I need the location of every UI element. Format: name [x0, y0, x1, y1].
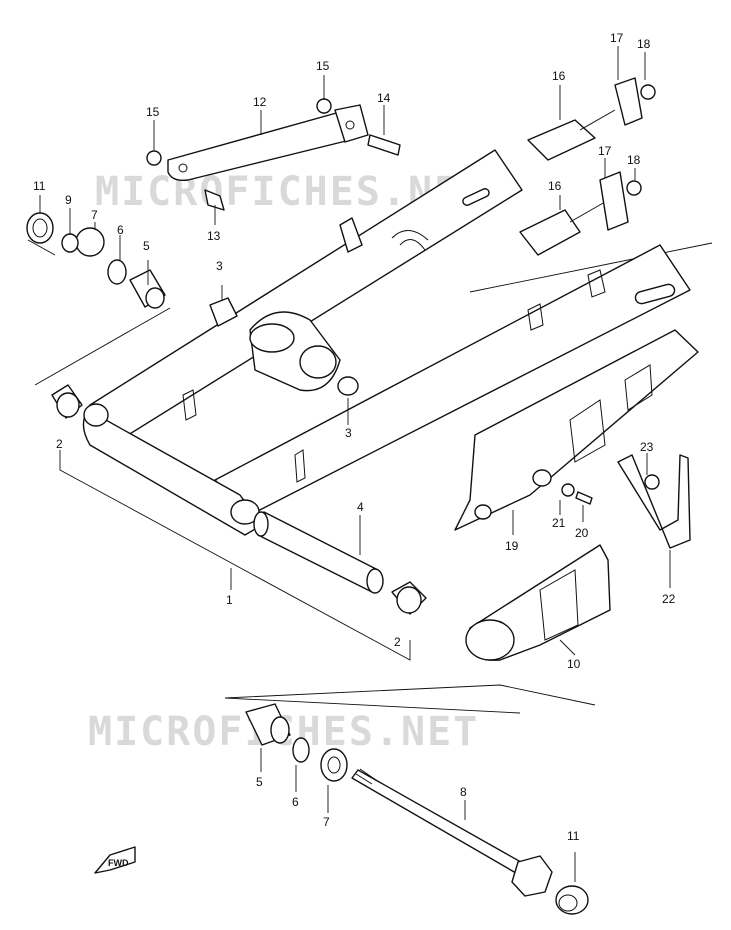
callout-2-left: 2	[56, 437, 63, 451]
callout-16-top: 16	[552, 69, 566, 83]
collar-part-3	[209, 297, 359, 396]
callout-17-top: 17	[610, 31, 624, 45]
callout-12: 12	[253, 95, 267, 109]
callout-15-left: 15	[146, 105, 160, 119]
callout-5-top: 5	[143, 239, 150, 253]
callout-20: 20	[575, 526, 589, 540]
callout-13: 13	[207, 229, 221, 243]
pivot-shaft-part-8	[351, 768, 553, 897]
callout-3-mid: 3	[345, 426, 352, 440]
left-pivot-stack	[26, 212, 166, 309]
callout-4: 4	[357, 500, 364, 514]
callout-9: 9	[65, 193, 72, 207]
chain-case-part-19	[454, 329, 699, 531]
callout-8: 8	[460, 785, 467, 799]
callout-18-top: 18	[637, 37, 651, 51]
callout-10: 10	[567, 657, 581, 671]
bracket-part-22	[617, 454, 691, 549]
callout-labels: 1 2 2 3 3 4 5 5 6 6 7 7 8 9 10 11 11 12 …	[33, 31, 676, 843]
callout-15-right: 15	[316, 59, 330, 73]
callout-18-bottom: 18	[627, 153, 641, 167]
small-fasteners	[561, 474, 660, 505]
chain-adjusters	[519, 77, 656, 256]
callout-14: 14	[377, 91, 391, 105]
torque-link-part-12	[167, 104, 369, 182]
fwd-arrow: FWD	[94, 846, 136, 874]
callout-23: 23	[640, 440, 654, 454]
pivot-pipe-part-4	[253, 511, 384, 594]
fwd-label: FWD	[108, 858, 129, 868]
callout-2-right: 2	[394, 635, 401, 649]
chain-guide-part-10	[465, 544, 611, 661]
callout-17-bottom: 17	[598, 144, 612, 158]
callout-1: 1	[226, 593, 233, 607]
callout-5-bottom: 5	[256, 775, 263, 789]
cap-part-11-bottom	[555, 885, 589, 915]
bushing-part-2	[51, 384, 427, 615]
callout-11-top: 11	[33, 179, 46, 193]
swingarm-part	[82, 149, 691, 536]
callout-6-bottom: 6	[292, 795, 299, 809]
bolts-and-nuts	[146, 98, 401, 211]
callout-21: 21	[552, 516, 566, 530]
callout-7-top: 7	[91, 208, 98, 222]
assembly-guide-lines	[27, 239, 713, 714]
callout-11-bottom: 11	[567, 829, 580, 843]
callout-16-bottom: 16	[548, 179, 562, 193]
callout-3-top: 3	[216, 259, 223, 273]
callout-19: 19	[505, 539, 519, 553]
callout-22: 22	[662, 592, 676, 606]
bottom-pivot-stack	[245, 703, 348, 782]
callout-6-top: 6	[117, 223, 124, 237]
callout-7-bottom: 7	[323, 815, 330, 829]
leader-lines	[39, 46, 671, 882]
